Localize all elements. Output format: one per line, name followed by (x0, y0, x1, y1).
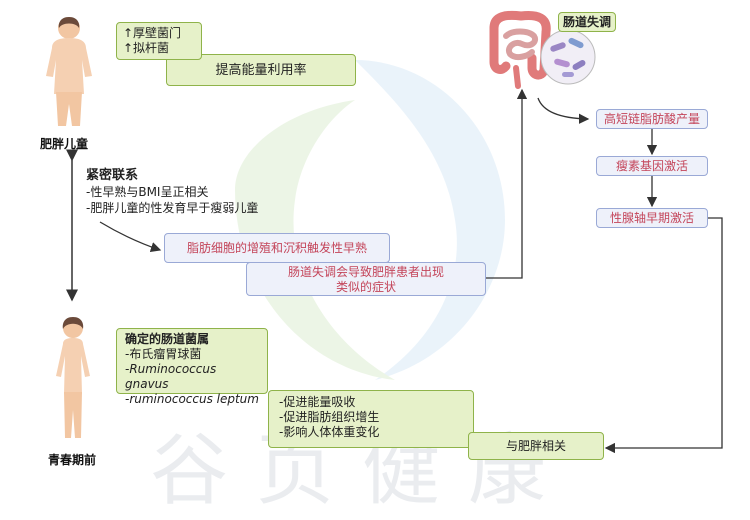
fat-cell-text: 脂肪细胞的增殖和沉积触发性早熟 (186, 241, 367, 255)
bacteria-icon (540, 29, 596, 85)
obesity-related-box: 与肥胖相关 (468, 432, 604, 460)
close-link-line: -肥胖儿童的性发育早于瘦弱儿童 (86, 201, 259, 215)
dysbiosis-box: 肠道失调会导致肥胖患者出现 类似的症状 (246, 262, 486, 296)
obese-child-figure (46, 17, 92, 126)
chain-text: 性腺轴早期激活 (609, 211, 694, 225)
intestine-icon (489, 10, 551, 89)
gut-to-chain-arrow (537, 97, 590, 124)
effects-line: -影响人体体重变化 (279, 425, 380, 439)
effects-box: -促进能量吸收 -促进脂肪组织增生 -影响人体体重变化 (268, 390, 474, 448)
bacteria-genera-line: -ruminococcus leptum (125, 392, 259, 406)
close-link-title: 紧密联系 (86, 168, 139, 183)
effects-line: -促进能量吸收 (279, 395, 356, 409)
chain-box-scfa: 高短链脂肪酸产量 (596, 109, 708, 129)
gut-dysbiosis-label: 肠道失调 (562, 15, 611, 29)
close-link-line: -性早熟与BMI呈正相关 (86, 185, 209, 199)
bacteria-genera-line: -布氏瘤胃球菌 (125, 347, 202, 361)
obesity-related-text: 与肥胖相关 (505, 439, 566, 453)
gut-dysbiosis-label-box: 肠道失调 (558, 12, 616, 32)
phyla-line: ↑厚壁菌门 (123, 26, 182, 40)
phyla-box: ↑厚壁菌门 ↑拟杆菌 (116, 22, 202, 60)
fat-cell-box: 脂肪细胞的增殖和沉积触发性早熟 (164, 233, 390, 263)
chain-to-related-arrow (604, 217, 723, 454)
dysbiosis-line: 类似的症状 (335, 280, 396, 294)
dysbiosis-to-gut-arrow (486, 88, 528, 279)
pre-puberty-figure (56, 317, 90, 438)
pre-puberty-label: 青春期前 (48, 453, 97, 467)
link-to-fat-cell-arrow (99, 221, 162, 253)
energy-utilization-text: 提高能量利用率 (215, 63, 307, 78)
close-link-block: 紧密联系 -性早熟与BMI呈正相关 -肥胖儿童的性发育早于瘦弱儿童 (86, 168, 258, 216)
chain-box-gonad: 性腺轴早期激活 (596, 208, 708, 228)
bacteria-genera-title: 确定的肠道菌属 (125, 332, 210, 346)
chain-box-leptin: 瘦素基因激活 (596, 156, 708, 176)
chain-text: 高短链脂肪酸产量 (603, 112, 700, 126)
obese-child-label: 肥胖儿童 (40, 137, 89, 151)
effects-line: -促进脂肪组织增生 (279, 410, 380, 424)
bacteria-genera-box: 确定的肠道菌属 -布氏瘤胃球菌 -Ruminococcus gnavus -ru… (116, 328, 268, 406)
chain-text: 瘦素基因激活 (615, 159, 688, 173)
connector-lines (66, 88, 723, 454)
dysbiosis-line: 肠道失调会导致肥胖患者出现 (287, 265, 444, 279)
bacteria-genera-line: -Ruminococcus gnavus (125, 362, 217, 391)
phyla-line: ↑拟杆菌 (123, 41, 170, 55)
